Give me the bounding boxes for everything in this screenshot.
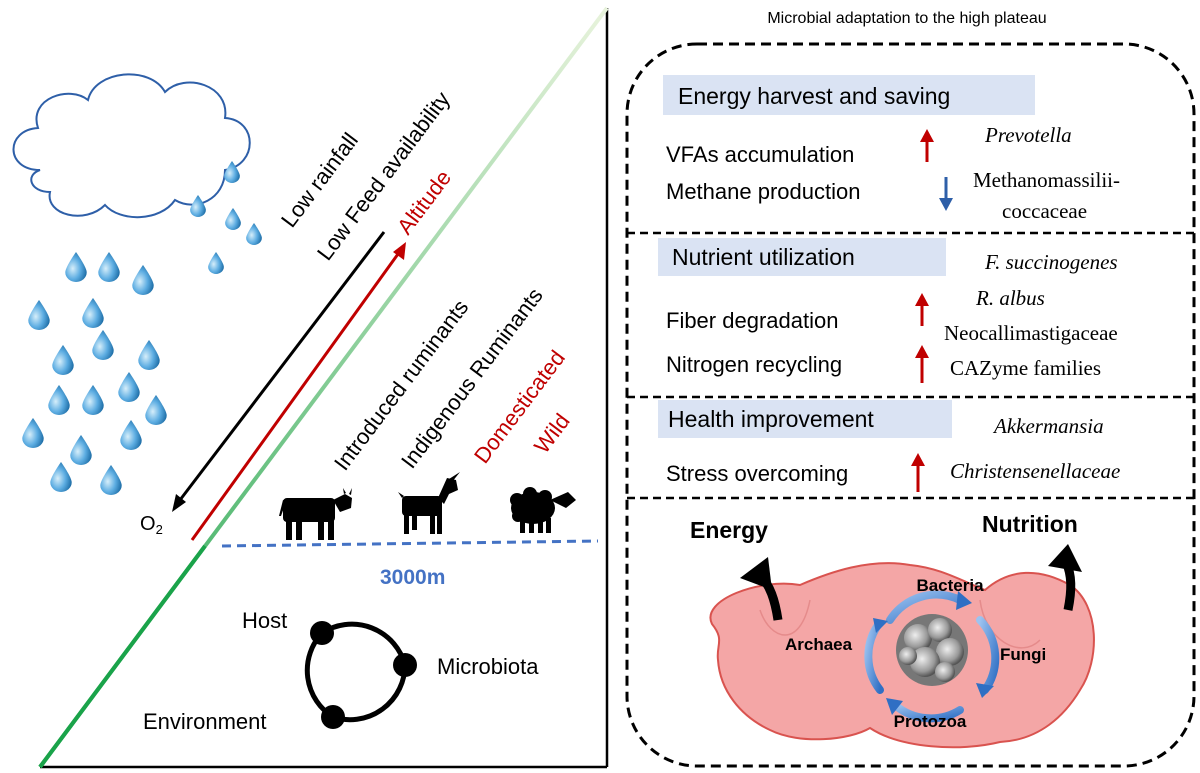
rumen-fold [759, 599, 811, 636]
cow-icon [279, 488, 352, 540]
host-node [310, 621, 334, 645]
energy-label: Energy [690, 517, 768, 543]
host-label: Host [242, 608, 287, 633]
raindrop-icon [145, 395, 167, 425]
section-header: Energy harvest and saving [678, 83, 950, 109]
methane-label: Methane production [666, 179, 860, 204]
raindrop-icon [208, 252, 224, 274]
rumen-section: Energy Nutrition [690, 511, 1095, 749]
section-header-bg [658, 238, 946, 276]
stress-label: Stress overcoming [666, 461, 848, 486]
raindrop-icon [82, 298, 104, 328]
altitude-arrow [190, 242, 406, 541]
cloud-icon [12, 73, 251, 219]
taxon-r-albus: R. albus [975, 286, 1045, 310]
vfas-label: VFAs accumulation [666, 142, 854, 167]
section-energy: Energy harvest and saving VFAs accumulat… [663, 75, 1120, 223]
cycle-arrowheads [873, 591, 994, 715]
up-arrow-icon [911, 453, 925, 492]
raindrop-icon [70, 435, 92, 465]
nitrogen-label: Nitrogen recycling [666, 352, 842, 377]
taxon-f-succinogenes: F. succinogenes [984, 250, 1118, 274]
environment-node [321, 705, 345, 729]
adaptation-frame [625, 42, 1196, 768]
section-header-bg [663, 75, 1035, 115]
raindrop-icon [65, 252, 87, 282]
raindrop-icon [138, 340, 160, 370]
altitude-slope-low [38, 544, 207, 769]
taxon-methanomassilii: Methanomassilii- [973, 168, 1120, 192]
raindrop-icon [82, 385, 104, 415]
arrowhead-icon [740, 557, 772, 590]
taxon-cazyme: CAZyme families [950, 356, 1101, 380]
raindrop-icon [246, 223, 262, 245]
arrowhead-icon [1048, 544, 1082, 572]
arrowhead-icon [393, 242, 406, 260]
nutrition-output-arrow [1048, 544, 1082, 611]
up-arrow-icon [915, 345, 929, 383]
raindrop-icon [92, 330, 114, 360]
fungi-label: Fungi [1000, 645, 1046, 664]
microbiota-node [393, 653, 417, 677]
raindrop-icon [50, 462, 72, 492]
raindrop-icon [120, 420, 142, 450]
taxon-christensenellaceae: Christensenellaceae [950, 459, 1120, 483]
altitude-threshold-label: 3000m [380, 566, 445, 589]
goat-icon [398, 472, 460, 534]
raindrop-icon [225, 208, 241, 230]
energy-output-arrow [740, 557, 783, 621]
up-arrow-icon [920, 129, 934, 162]
section-nutrient: Nutrient utilization Fiber degradation N… [658, 238, 1118, 383]
taxon-akkermansia: Akkermansia [992, 414, 1104, 438]
raindrop-icon [100, 465, 122, 495]
altitude-label: Altitude [392, 165, 456, 239]
raindrop-icon [118, 372, 140, 402]
nutrition-label: Nutrition [982, 511, 1078, 537]
section-header: Nutrient utilization [672, 244, 855, 270]
wild-label: Wild [529, 409, 575, 458]
left-panel: Low rainfall Low Feed availability Altit… [12, 6, 609, 769]
fiber-label: Fiber degradation [666, 308, 838, 333]
arrowhead-icon [172, 494, 186, 512]
microbe-cluster-icon [896, 614, 968, 686]
taxon-neocallimastigaceae: Neocallimastigaceae [944, 321, 1118, 345]
raindrop-icon [28, 300, 50, 330]
environment-label: Environment [143, 709, 267, 734]
host-microbiota-environment-triad: Host Microbiota Environment [143, 608, 539, 734]
raindrop-icon [132, 265, 154, 295]
protozoa-label: Protozoa [894, 712, 967, 731]
sheep-icon [510, 487, 576, 533]
microbiota-label: Microbiota [437, 654, 539, 679]
right-panel: Microbial adaptation to the high plateau… [625, 10, 1196, 768]
down-arrow-icon [939, 177, 953, 211]
right-panel-title: Microbial adaptation to the high plateau [767, 10, 1046, 27]
raindrop-icon [48, 385, 70, 415]
raindrop-icon [98, 252, 120, 282]
up-arrow-icon [915, 293, 929, 326]
microbial-cycle-arrows [864, 590, 1000, 723]
altitude-threshold-line [221, 539, 599, 548]
bacteria-label: Bacteria [916, 576, 984, 595]
section-health: Health improvement Stress overcoming Akk… [658, 400, 1120, 492]
section-header: Health improvement [668, 406, 874, 432]
taxon-coccaceae: coccaceae [1002, 199, 1087, 223]
oxygen-arrow [172, 231, 386, 512]
oxygen-label: O2 [140, 513, 163, 537]
rumen-fold [979, 599, 1041, 649]
section-header-bg [658, 400, 952, 438]
raindrop-icon [52, 345, 74, 375]
archaea-label: Archaea [785, 635, 853, 654]
raindrop-icon [22, 418, 44, 448]
taxon-prevotella: Prevotella [984, 123, 1072, 147]
